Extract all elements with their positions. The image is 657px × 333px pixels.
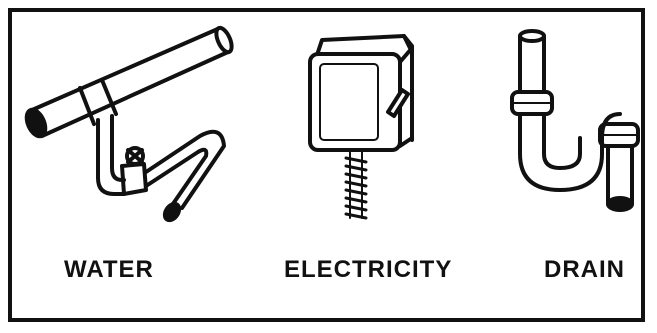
- water-pipe-icon: [24, 25, 234, 223]
- electrical-outlet-icon: [308, 34, 414, 220]
- electricity-label: ELECTRICITY: [284, 256, 453, 283]
- utilities-panel: WATER ELECTRICITY DRAIN: [8, 8, 645, 322]
- water-label: WATER: [64, 256, 154, 283]
- drain-trap-icon: [510, 29, 640, 212]
- drain-label: DRAIN: [544, 256, 625, 283]
